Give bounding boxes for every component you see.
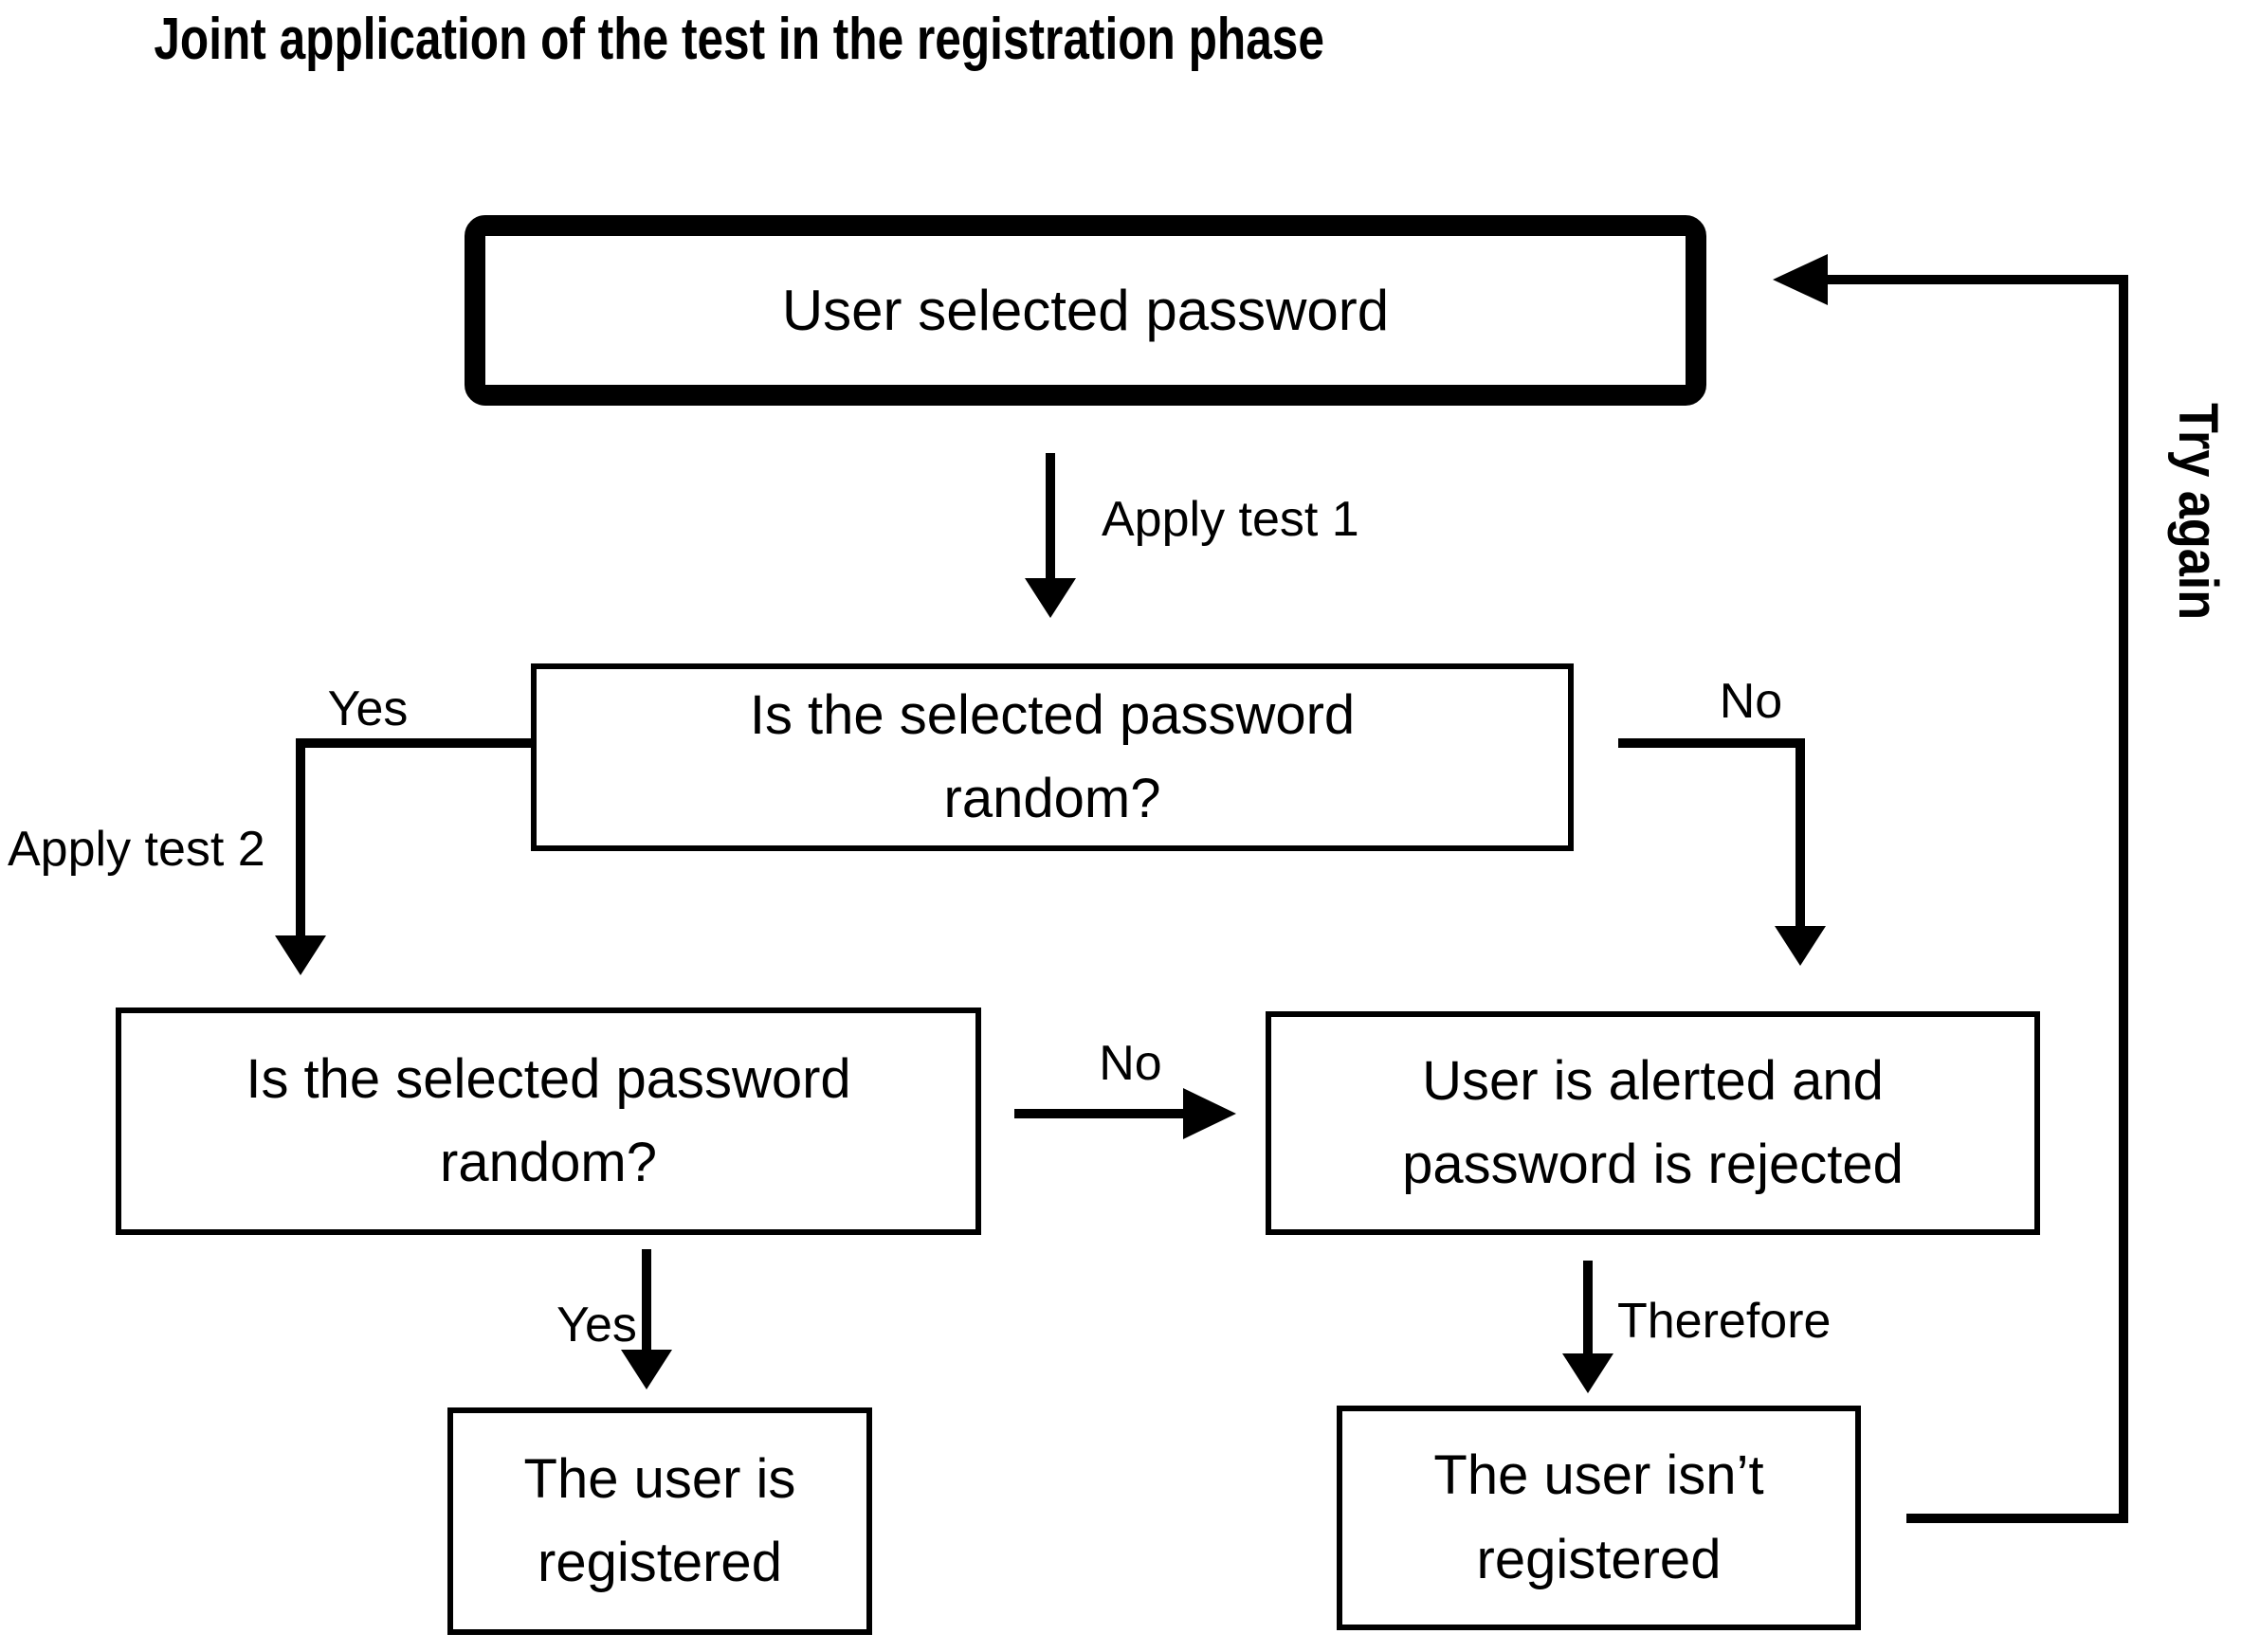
edge-label-test1-yes: Yes [327, 681, 409, 736]
arrow-right-icon [1183, 1088, 1236, 1139]
edge-label-test2-yes: Yes [556, 1298, 637, 1352]
arrow-apply-test-1-line [1046, 453, 1055, 580]
node-test1-question: Is the selected password random? [531, 663, 1574, 851]
diagram-title: Joint application of the test in the reg… [0, 6, 1479, 73]
diagram-title-text: Joint application of the test in the reg… [154, 7, 1325, 72]
node-password-rejected: User is alerted and password is rejected [1266, 1011, 2040, 1235]
node-test2-line1: Is the selected password [246, 1047, 851, 1110]
arrow-down-icon [275, 935, 326, 975]
node-password-rejected-line1: User is alerted and [1422, 1049, 1884, 1112]
edge-test1-no-hline [1618, 738, 1805, 748]
arrow-down-icon [1562, 1353, 1613, 1393]
node-test1-line2: random? [943, 768, 1161, 829]
node-user-registered-line2: registered [538, 1532, 782, 1593]
node-test1-line1: Is the selected password [749, 683, 1356, 746]
edge-test1-yes-hline [296, 738, 531, 748]
edge-label-therefore: Therefore [1617, 1294, 1832, 1349]
edge-label-test2-no: No [1099, 1036, 1162, 1091]
node-password-rejected-line2: password is rejected [1402, 1134, 1904, 1195]
edge-test1-no-vline [1795, 738, 1805, 928]
loop-top-line [1828, 275, 2128, 284]
arrow-down-icon [1025, 578, 1076, 618]
node-user-registered-line1: The user is [523, 1447, 796, 1510]
edge-label-test1-no: No [1719, 674, 1783, 729]
node-test2-line2: random? [440, 1132, 657, 1193]
loop-bottom-line [1906, 1514, 2128, 1523]
node-user-not-registered: The user isn’t registered [1337, 1406, 1861, 1630]
loop-vertical-line [2119, 275, 2128, 1523]
node-test2-question: Is the selected password random? [116, 1008, 981, 1235]
arrow-down-icon [621, 1350, 672, 1389]
edge-label-apply-test-2: Apply test 2 [8, 822, 265, 877]
node-user-not-registered-line2: registered [1476, 1528, 1722, 1590]
arrow-down-icon [1775, 926, 1826, 966]
node-user-selected-password-label: User selected password [781, 278, 1390, 342]
edge-label-apply-test-1: Apply test 1 [1102, 492, 1359, 547]
edge-test2-no-line [1014, 1109, 1185, 1118]
arrow-left-icon [1773, 254, 1828, 305]
node-user-not-registered-line1: The user isn’t [1433, 1444, 1764, 1507]
edge-therefore-line [1583, 1261, 1593, 1355]
edge-test2-yes-line [642, 1249, 651, 1352]
node-user-selected-password: User selected password [465, 215, 1706, 406]
edge-label-try-again: Try again [2167, 403, 2229, 621]
node-user-registered: The user is registered [447, 1407, 872, 1635]
edge-test1-yes-vline [296, 738, 305, 937]
